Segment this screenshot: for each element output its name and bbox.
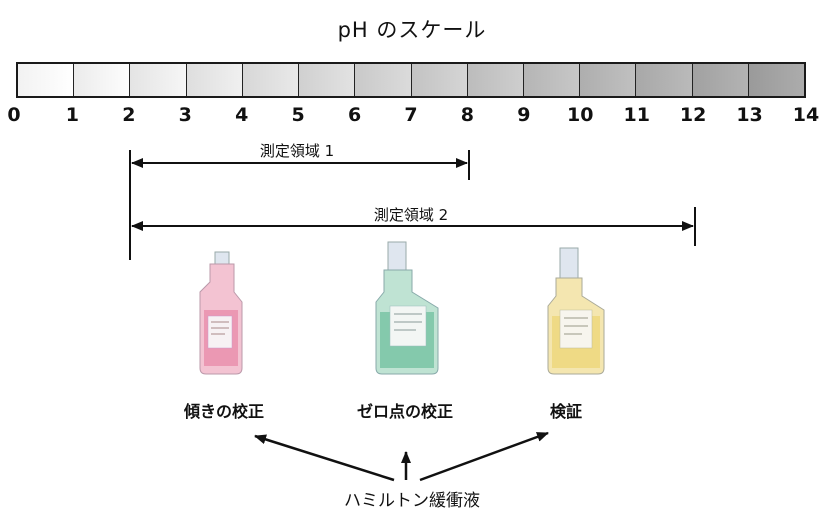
ph-segment <box>748 64 805 96</box>
ph-segment <box>523 64 581 96</box>
pink-buffer-bottle-icon <box>199 251 243 375</box>
ph-segment <box>411 64 468 96</box>
arrow-to-verification <box>419 431 549 482</box>
ph-segment <box>242 64 300 96</box>
ph-tick-label: 3 <box>178 104 192 126</box>
ph-segment <box>74 64 131 96</box>
ph-scale-bar <box>16 62 806 98</box>
ph-tick-label: 13 <box>736 104 763 126</box>
ph-tick-label: 10 <box>567 104 594 126</box>
ph-segment <box>18 64 75 96</box>
hamilton-buffer-label: ハミルトン緩衝液 <box>344 491 480 511</box>
ph-tick-label: 11 <box>623 104 650 126</box>
ph-segment <box>355 64 412 96</box>
ph-tick-label: 8 <box>460 104 475 126</box>
ph-tick-label: 5 <box>291 104 305 126</box>
range-1-label: 測定領域 1 <box>259 142 335 160</box>
zero-point-calibration-label: ゼロ点の校正 <box>356 402 454 421</box>
ph-segment <box>299 64 356 96</box>
ph-tick-label: 7 <box>404 104 418 126</box>
ph-tick-label: 6 <box>347 104 362 126</box>
arrow-to-slope-calibration <box>254 434 395 482</box>
ph-tick-label: 2 <box>122 104 136 126</box>
ph-segment <box>130 64 187 96</box>
verification-label: 検証 <box>549 402 583 421</box>
ph-tick-label: 12 <box>679 104 707 126</box>
ph-segment <box>636 64 693 96</box>
ph-tick-label: 14 <box>792 104 820 126</box>
ph-segment <box>467 64 524 96</box>
ph-segment <box>186 64 243 96</box>
yellow-buffer-bottle-icon <box>547 247 605 375</box>
ph-segment <box>580 64 637 96</box>
ph-tick-label: 0 <box>7 104 21 126</box>
range-2-label: 測定領域 2 <box>373 206 449 224</box>
ph-segment <box>692 64 749 96</box>
ph-scale-title: pH のスケール <box>337 18 487 42</box>
green-buffer-bottle-icon <box>375 241 439 375</box>
ph-tick-label: 4 <box>235 104 249 126</box>
ph-tick-label: 1 <box>65 104 80 126</box>
slope-calibration-label: 傾きの校正 <box>183 402 265 421</box>
ph-tick-label: 9 <box>517 104 531 126</box>
